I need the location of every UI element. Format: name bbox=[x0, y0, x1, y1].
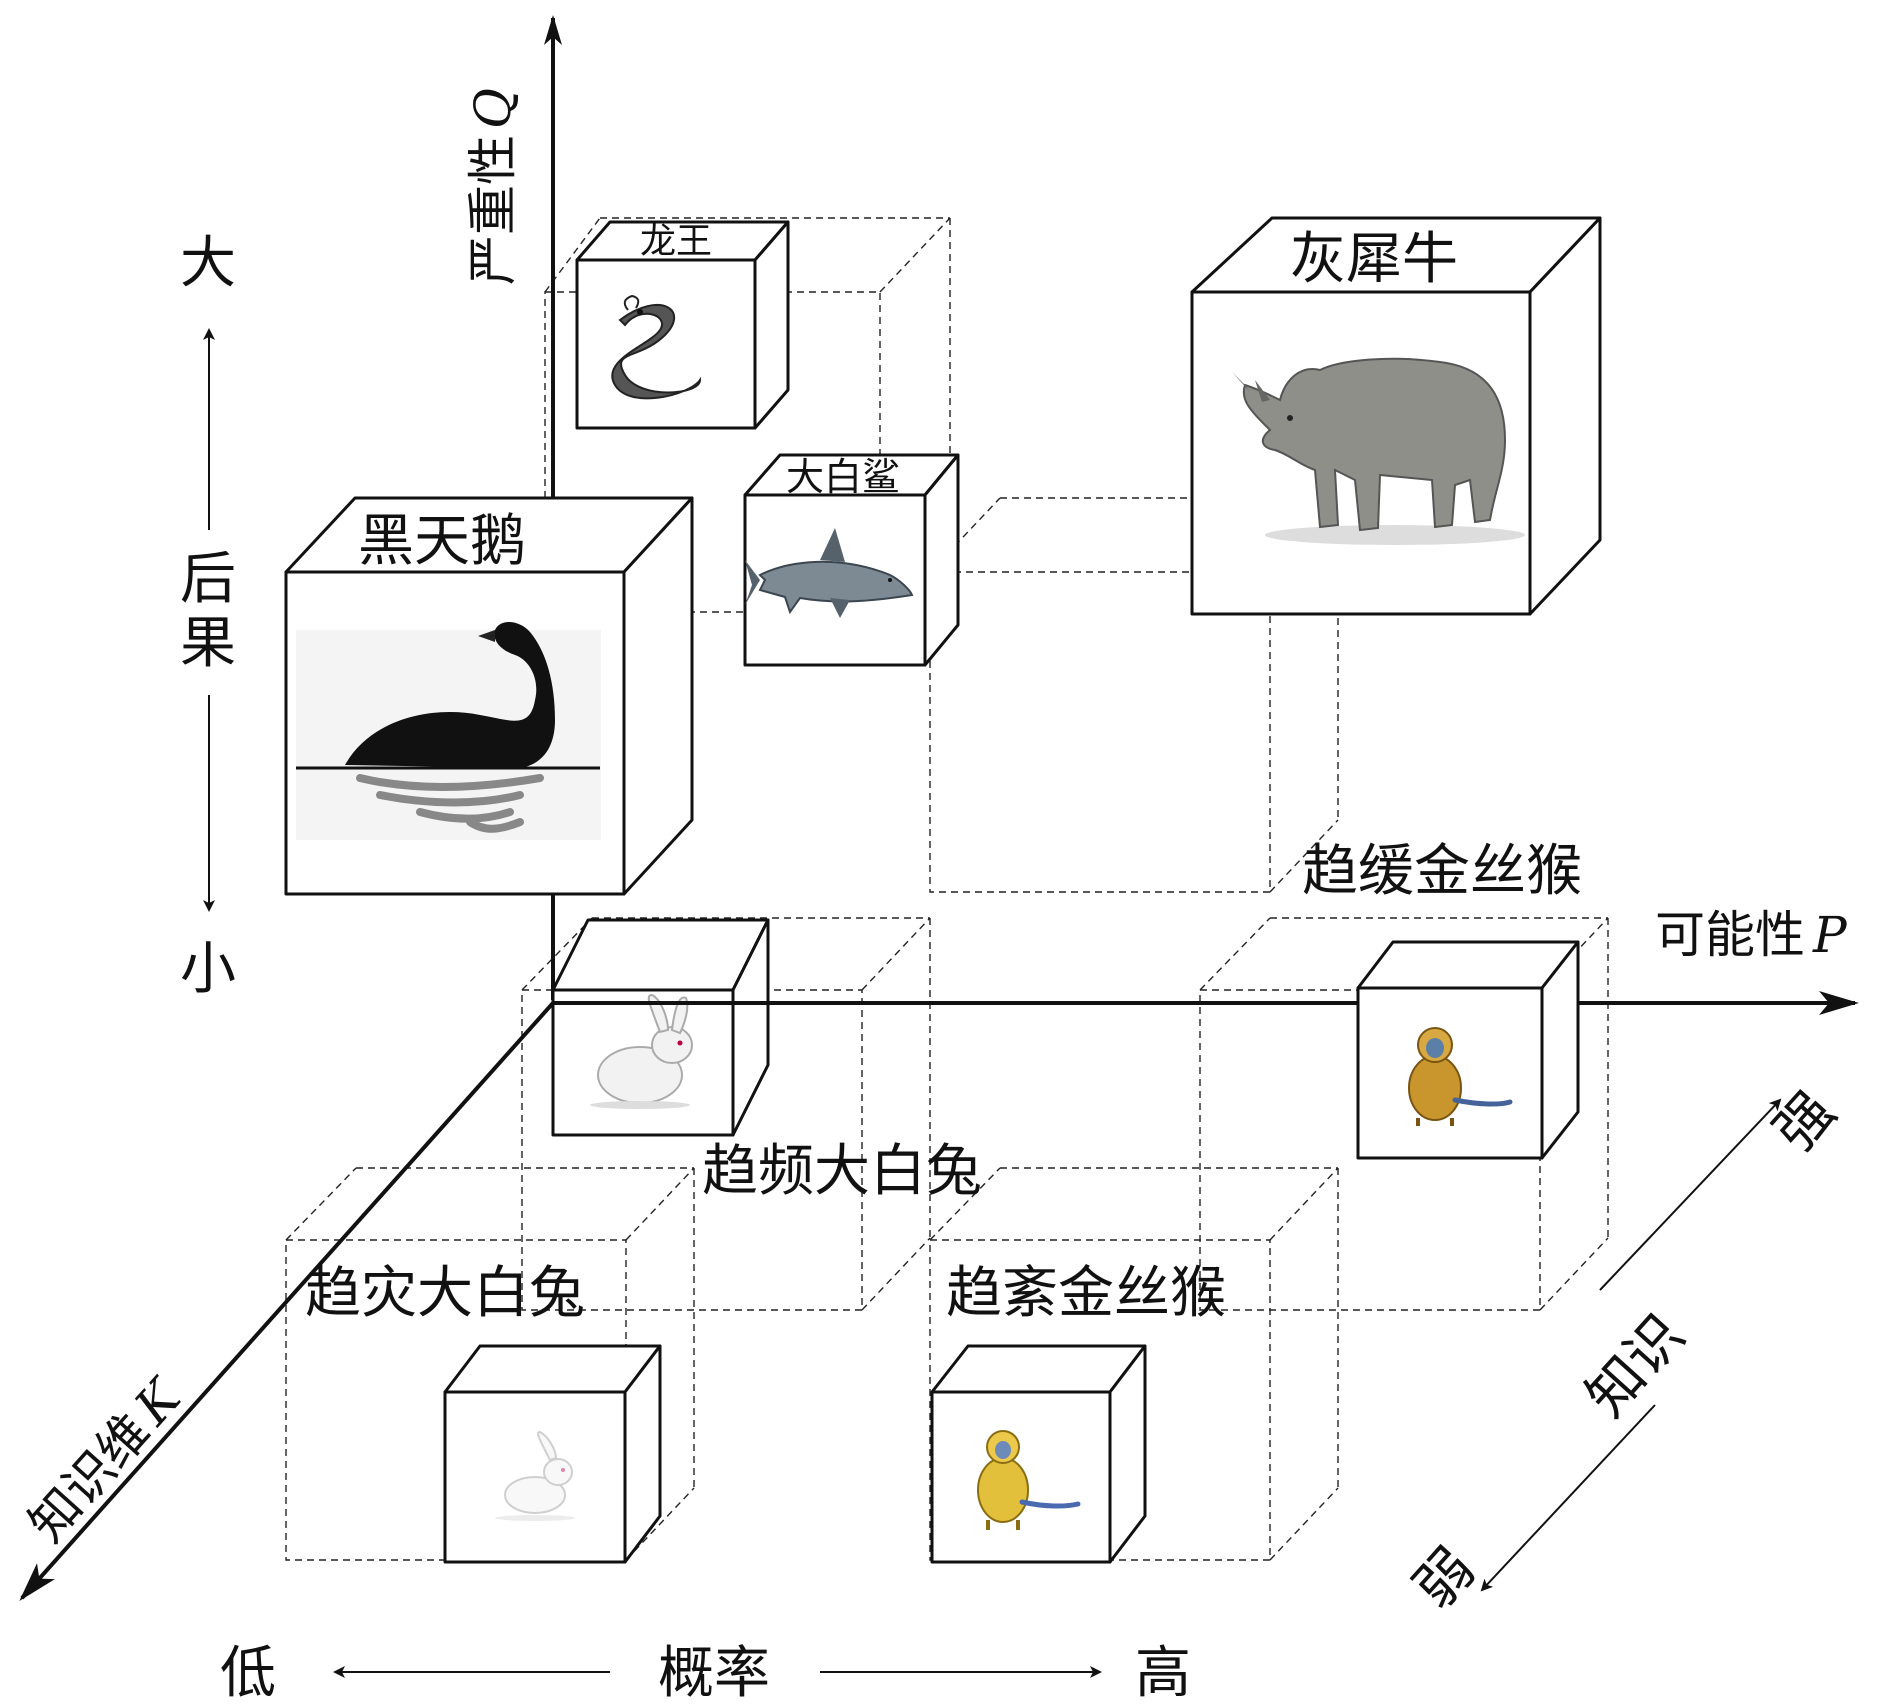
white-rabbit-icon bbox=[590, 993, 693, 1109]
box-label-rabbit-upper: 趋频大白兔 bbox=[702, 1139, 982, 1204]
probability-low-label: 低 bbox=[220, 1641, 276, 1705]
svg-text:知识: 知识 bbox=[1574, 1303, 1697, 1430]
box-rhino bbox=[1190, 216, 1602, 616]
svg-text:强: 强 bbox=[1762, 1079, 1848, 1164]
knowledge-weak-label: 弱 bbox=[1402, 1536, 1488, 1621]
consequence-label-2: 果 bbox=[180, 611, 236, 676]
dragon-icon bbox=[611, 294, 702, 400]
svg-text:知识维K: 知识维K bbox=[18, 1367, 194, 1553]
severity-axis-label: 严重性Q bbox=[464, 88, 522, 285]
box-label-monkey-lower: 趋紊金丝猴 bbox=[946, 1261, 1226, 1326]
consequence-low-label: 小 bbox=[180, 937, 236, 1002]
box-label-dragon: 龙王 bbox=[640, 221, 712, 262]
consequence-high-label: 大 bbox=[180, 231, 236, 296]
probability-label: 概率 bbox=[658, 1641, 770, 1705]
knowledge-axis-label: 知识维K bbox=[18, 1367, 194, 1553]
box-label-shark: 大白鲨 bbox=[786, 455, 900, 499]
box-rabbit-upper bbox=[551, 918, 770, 1137]
golden-monkey-icon bbox=[1408, 1027, 1513, 1126]
knowledge-axis bbox=[19, 1001, 555, 1601]
knowledge-scale bbox=[1480, 1098, 1782, 1592]
golden-monkey-icon bbox=[977, 1430, 1081, 1530]
svg-text:严重性Q: 严重性Q bbox=[464, 88, 522, 285]
box-label-monkey-upper: 趋缓金丝猴 bbox=[1302, 839, 1582, 904]
probability-high-label: 高 bbox=[1135, 1641, 1191, 1705]
box-monkey-upper bbox=[1356, 940, 1580, 1160]
consequence-label-1: 后 bbox=[180, 547, 236, 612]
box-dragon bbox=[575, 220, 790, 430]
knowledge-label: 知识 bbox=[1574, 1303, 1697, 1430]
box-rabbit-lower bbox=[443, 1344, 662, 1564]
box-monkey-lower bbox=[930, 1344, 1147, 1564]
box-shark bbox=[743, 453, 960, 667]
shark-icon bbox=[745, 528, 914, 618]
box-label-rabbit-lower: 趋灾大白兔 bbox=[305, 1261, 585, 1326]
box-black-swan bbox=[284, 496, 694, 896]
svg-text:弱: 弱 bbox=[1402, 1536, 1488, 1621]
knowledge-strong-label: 强 bbox=[1762, 1079, 1848, 1164]
box-label-black-swan: 黑天鹅 bbox=[358, 509, 526, 574]
white-rabbit-icon bbox=[495, 1430, 575, 1521]
black-swan-icon bbox=[296, 621, 601, 840]
rhinoceros-icon bbox=[1232, 357, 1525, 545]
box-label-rhino: 灰犀牛 bbox=[1290, 227, 1458, 292]
